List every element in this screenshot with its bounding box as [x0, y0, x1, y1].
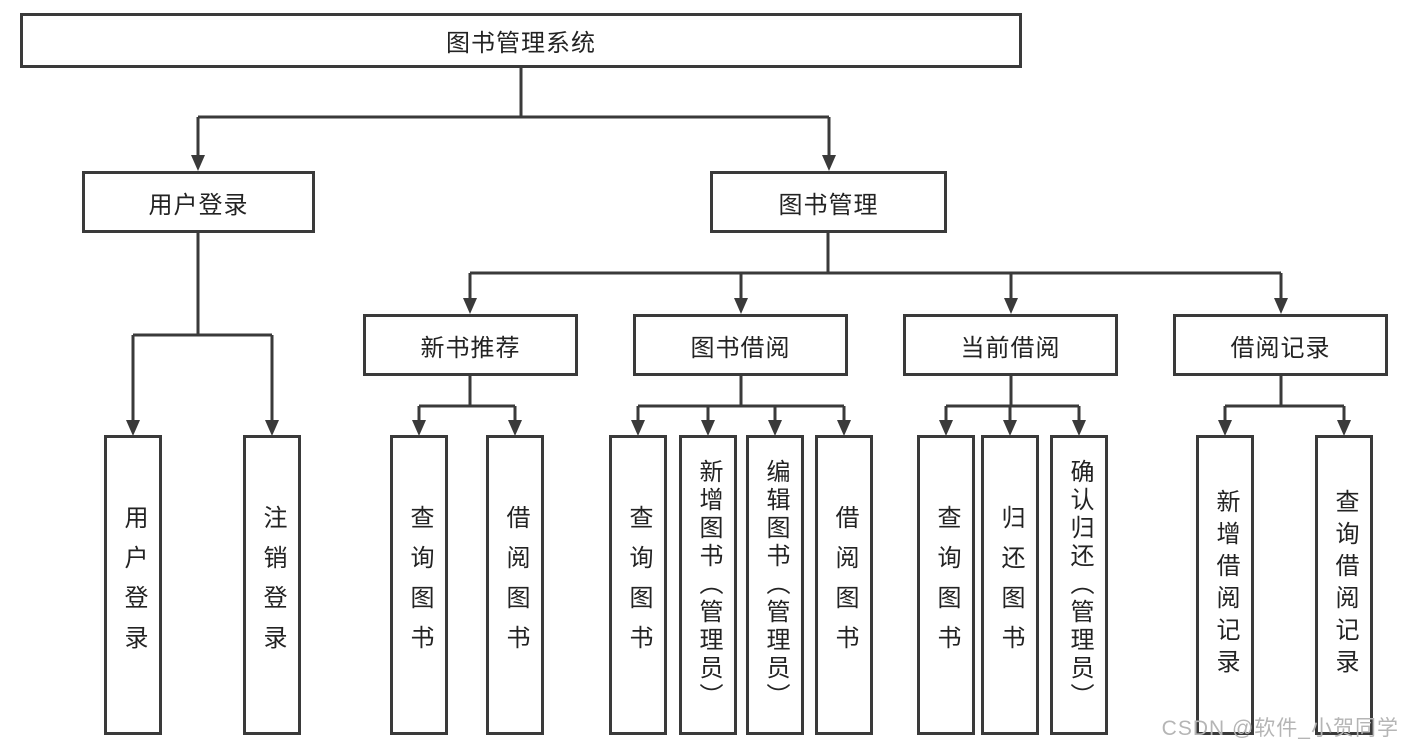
leaf-label: 用户登录 — [120, 505, 147, 665]
node-label: 当前借阅 — [960, 334, 1061, 362]
leaf-label: 确认归还（管理员） — [1066, 459, 1093, 711]
leaf-records-add-borrow-record: 新增借阅记录 — [1196, 435, 1254, 735]
leaf-label: 查询图书 — [625, 505, 652, 665]
node-label: 图书借阅 — [690, 334, 791, 362]
leaf-label: 查询图书 — [933, 505, 960, 665]
leaf-label: 查询借阅记录 — [1331, 489, 1358, 681]
node-label: 用户登录 — [148, 191, 249, 219]
csdn-watermark: CSDN @软件_小贺同学 — [1161, 717, 1399, 740]
leaf-borrow-edit-books-admin: 编辑图书（管理员） — [746, 435, 804, 735]
leaf-newbook-query-books: 查询图书 — [390, 435, 448, 735]
leaf-current-confirm-return-admin: 确认归还（管理员） — [1050, 435, 1108, 735]
node-root-library-management-system: 图书管理系统 — [20, 13, 1022, 68]
node-borrowing-records: 借阅记录 — [1173, 314, 1388, 376]
leaf-label: 借阅图书 — [502, 505, 529, 665]
node-book-management-branch: 图书管理 — [710, 171, 947, 233]
leaf-borrow-query-books: 查询图书 — [609, 435, 667, 735]
leaf-borrow-add-books-admin: 新增图书（管理员） — [679, 435, 737, 735]
node-new-book-recommendation: 新书推荐 — [363, 314, 578, 376]
leaf-logout: 注销登录 — [243, 435, 301, 735]
leaf-label: 归还图书 — [997, 505, 1024, 665]
leaf-label: 借阅图书 — [831, 505, 858, 665]
node-label: 新书推荐 — [420, 334, 521, 362]
node-label: 图书管理 — [778, 191, 879, 219]
node-label: 图书管理系统 — [446, 30, 596, 57]
leaf-newbook-borrow-books: 借阅图书 — [486, 435, 544, 735]
leaf-label: 编辑图书（管理员） — [762, 459, 789, 711]
leaf-borrow-borrow-books: 借阅图书 — [815, 435, 873, 735]
leaf-label: 查询图书 — [406, 505, 433, 665]
leaf-current-return-books: 归还图书 — [981, 435, 1039, 735]
node-user-login-branch: 用户登录 — [82, 171, 315, 233]
leaf-records-query-borrow-record: 查询借阅记录 — [1315, 435, 1373, 735]
leaf-label: 注销登录 — [259, 505, 286, 665]
node-current-borrowing: 当前借阅 — [903, 314, 1118, 376]
leaf-current-query-books: 查询图书 — [917, 435, 975, 735]
node-label: 借阅记录 — [1230, 334, 1331, 362]
node-book-borrowing: 图书借阅 — [633, 314, 848, 376]
leaf-label: 新增借阅记录 — [1212, 489, 1239, 681]
leaf-user-login: 用户登录 — [104, 435, 162, 735]
leaf-label: 新增图书（管理员） — [695, 459, 722, 711]
